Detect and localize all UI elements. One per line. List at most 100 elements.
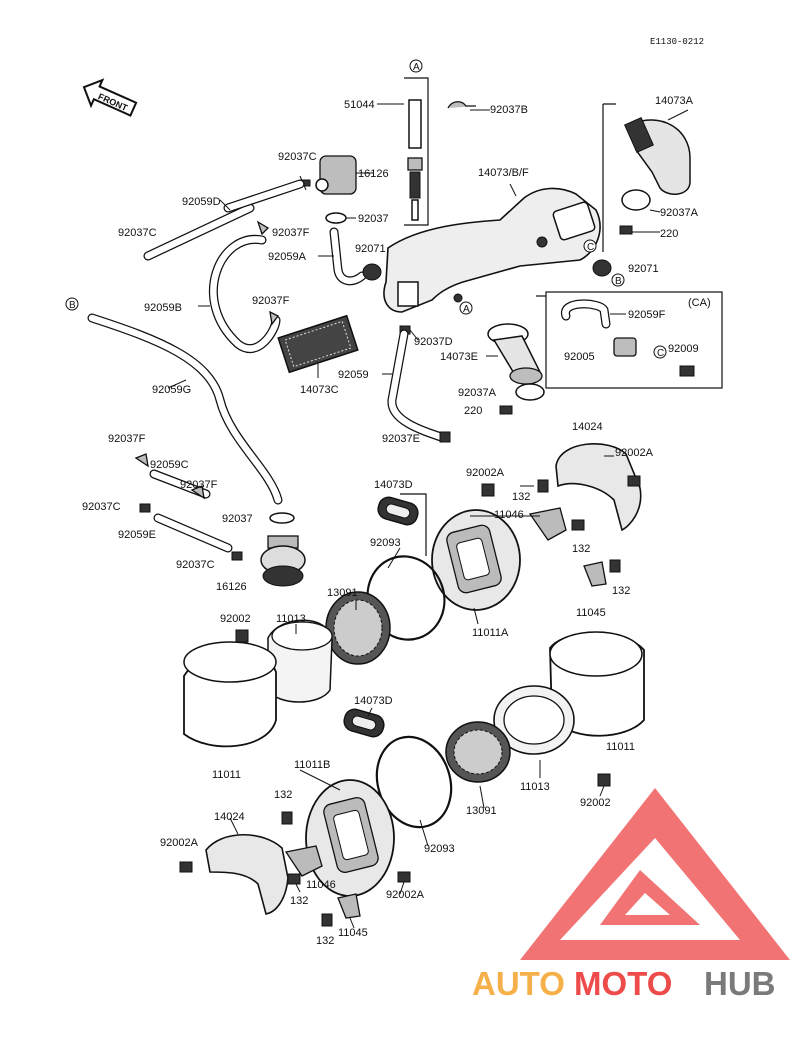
label-11045-top: 11045 <box>576 607 606 619</box>
label-92037d: 92037D <box>414 336 453 348</box>
part-132-bolt-d <box>281 811 293 825</box>
bracket-14073a <box>602 103 616 252</box>
label-92002a-mid: 92002A <box>466 467 505 479</box>
label-92002a-top: 92002A <box>615 447 654 459</box>
part-92071-left <box>362 263 382 281</box>
part-14073d-seal-low <box>343 708 385 738</box>
part-92037b-clamp <box>447 101 476 109</box>
leader-92059g <box>167 379 187 389</box>
label-16126-top: 16126 <box>358 168 389 180</box>
label-51044: 51044 <box>344 99 375 111</box>
leader-14073bf <box>509 183 517 197</box>
part-51044-stem <box>411 199 419 221</box>
part-92002-bolt-right <box>597 773 611 787</box>
part-132-bolt-a <box>537 479 549 493</box>
label-11011a: 11011A <box>472 627 509 639</box>
label-92009: 92009 <box>668 343 699 355</box>
part-92037-clip-top <box>325 212 347 224</box>
label-132-b: 132 <box>572 543 590 555</box>
part-92037f-clip-top <box>256 220 270 236</box>
part-airbox-boss-2 <box>453 293 463 303</box>
front-arrow-icon: FRONT <box>82 78 138 117</box>
part-11045-bracket-top <box>583 561 607 587</box>
part-13091-filter-low <box>445 721 511 783</box>
label-92037c-left: 92037C <box>118 227 157 239</box>
label-11011-right: 11011 <box>606 741 635 753</box>
label-92037c-top: 92037C <box>278 151 317 163</box>
part-16126-valve-top <box>319 155 357 195</box>
callout-c-right <box>583 239 597 253</box>
bracket-51044 <box>404 77 429 226</box>
part-11013-element-top <box>267 619 333 703</box>
part-92093-oring-low <box>375 735 453 829</box>
label-92002-right: 92002 <box>580 797 611 809</box>
label-92037f-mid: 92037F <box>252 295 290 307</box>
watermark-text-hub: HUB <box>704 965 776 1002</box>
part-14073bf-outlet <box>552 201 596 241</box>
part-11045-bracket-low <box>337 893 361 919</box>
label-92059f: 92059F <box>628 309 666 321</box>
label-92002a-low: 92002A <box>386 889 425 901</box>
label-132-f: 132 <box>316 935 334 947</box>
part-16126-port <box>315 178 329 192</box>
part-92009-screw <box>679 365 695 377</box>
label-11013-top: 11013 <box>276 613 306 625</box>
callout-a-top-text: A <box>413 62 420 73</box>
part-92002a-bolt-low <box>397 871 411 883</box>
callout-c-box <box>653 345 667 359</box>
callout-b-left-text: B <box>69 300 76 311</box>
label-11046-top: 11046 <box>494 509 524 521</box>
label-92059a: 92059A <box>268 251 307 263</box>
part-92037a-clamp-top <box>621 189 651 211</box>
label-92059e: 92059E <box>118 529 156 541</box>
part-14073e-bottom <box>509 367 543 385</box>
part-92002a-bolt-left <box>179 861 193 873</box>
label-14073e: 14073E <box>440 351 478 363</box>
part-13091-filter-top <box>325 591 391 665</box>
watermark-triangle-hole <box>625 893 670 915</box>
part-92002-bolt-left <box>235 629 249 643</box>
label-14024-top: 14024 <box>572 421 603 433</box>
label-92059b: 92059B <box>144 302 182 314</box>
label-92093-top: 92093 <box>370 537 401 549</box>
bracket-14073d-top <box>400 493 427 556</box>
part-92037f-clip-low2 <box>190 485 205 500</box>
part-92005-fitting <box>613 337 637 357</box>
label-92059g: 92059G <box>152 384 191 396</box>
part-11011b-backplate <box>305 779 395 897</box>
callout-c-right-text: C <box>587 242 594 253</box>
leader-92037d <box>409 329 419 341</box>
leader-14073a <box>667 109 689 121</box>
part-14073bf-inlet <box>397 281 419 307</box>
part-132-bolt-c <box>609 559 621 573</box>
label-220-top: 220 <box>660 228 678 240</box>
part-92037c-clip-low2 <box>231 551 243 561</box>
label-92037f-low: 92037F <box>108 433 146 445</box>
label-92093-low: 92093 <box>424 843 455 855</box>
part-92071-right <box>592 259 612 277</box>
part-92037c-clip-low <box>139 503 151 513</box>
part-132-bolt-b <box>571 519 585 531</box>
part-14073a-flange <box>624 116 654 154</box>
label-92037a-mid: 92037A <box>458 387 497 399</box>
label-92037a-top: 92037A <box>660 207 699 219</box>
part-92037f-clip-mid <box>269 310 279 326</box>
callout-b-right <box>611 273 625 287</box>
label-132-d: 132 <box>274 789 292 801</box>
part-92037f-clip-low <box>134 453 149 468</box>
part-11046-bracket-low <box>284 845 323 877</box>
callout-b-right-text: B <box>615 276 622 287</box>
label-16126-low: 16126 <box>216 581 247 593</box>
label-92037c-low2: 92037C <box>176 559 215 571</box>
part-51044-valve <box>407 157 423 171</box>
leader-92037a-top <box>649 209 661 213</box>
label-92071-left: 92071 <box>355 243 386 255</box>
callout-a-mid <box>459 301 473 315</box>
label-92037-low: 92037 <box>222 513 253 525</box>
part-14073bf-airbox <box>383 187 601 313</box>
label-13091-top: 13091 <box>327 587 358 599</box>
part-11011-cover-left <box>183 641 277 748</box>
part-132-bolt-e <box>287 873 301 885</box>
part-11011a-backplate <box>431 509 521 611</box>
label-11046-low: 11046 <box>306 879 336 891</box>
